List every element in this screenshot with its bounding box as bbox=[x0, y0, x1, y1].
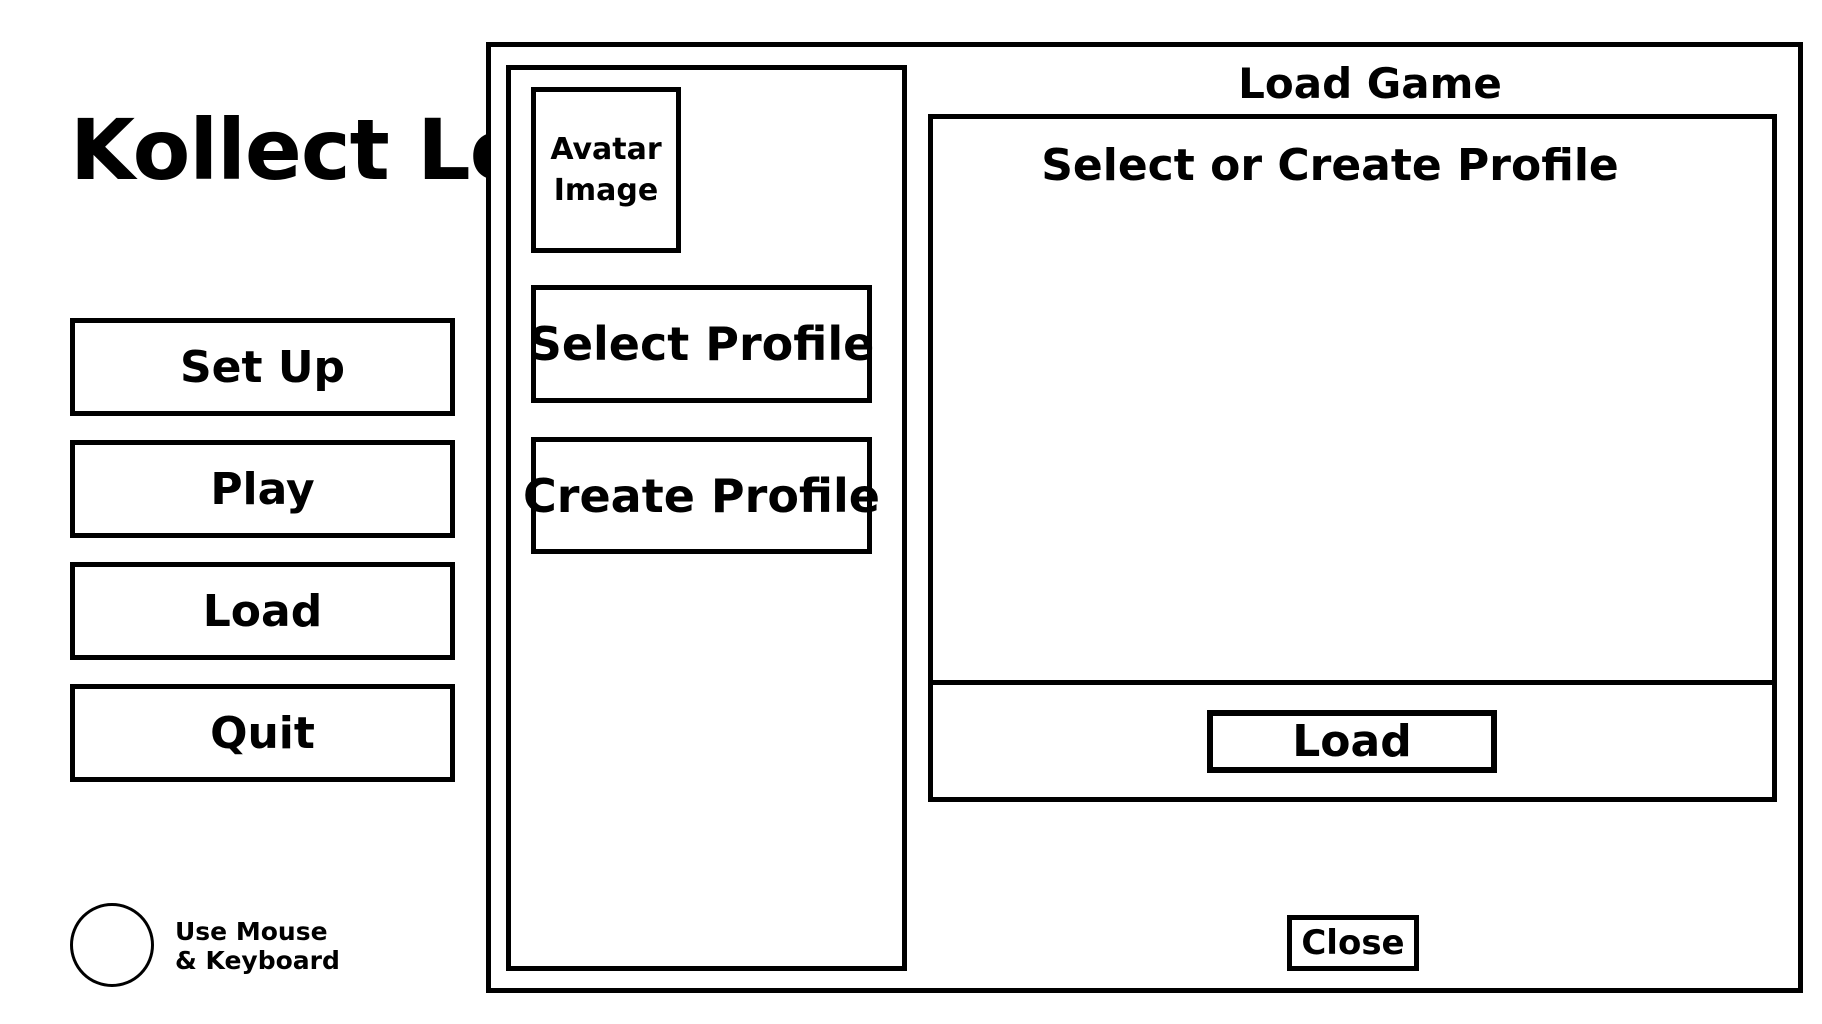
dialog-title: Load Game bbox=[1238, 59, 1502, 108]
select-profile-label: Select Profile bbox=[528, 317, 875, 371]
create-profile-button[interactable]: Create Profile bbox=[523, 437, 880, 554]
input-mode-label: Use Mouse & Keyboard bbox=[175, 917, 355, 975]
load-menu-button[interactable]: Load bbox=[70, 562, 455, 660]
avatar-label-line1: Avatar bbox=[550, 132, 662, 167]
input-mode-label-line2: & Keyboard bbox=[175, 946, 340, 975]
avatar-image[interactable]: Avatar Image bbox=[531, 87, 681, 253]
profile-list-area[interactable] bbox=[928, 114, 1777, 685]
avatar-label-line2: Image bbox=[553, 173, 659, 208]
select-profile-button[interactable]: Select Profile bbox=[528, 285, 875, 403]
create-profile-label: Create Profile bbox=[523, 468, 880, 523]
load-menu-button-label: Load bbox=[202, 585, 323, 637]
app-title: Kollect Lo bbox=[70, 101, 527, 199]
close-button-label: Close bbox=[1301, 923, 1405, 963]
play-button-label: Play bbox=[210, 463, 315, 515]
input-mode-radio[interactable] bbox=[70, 903, 154, 987]
close-button[interactable]: Close bbox=[1287, 915, 1419, 971]
load-button[interactable]: Load bbox=[1207, 710, 1497, 773]
setup-button-label: Set Up bbox=[179, 341, 346, 393]
quit-button[interactable]: Quit bbox=[70, 684, 455, 782]
quit-button-label: Quit bbox=[210, 707, 315, 759]
load-button-label: Load bbox=[1292, 716, 1412, 767]
profile-list-heading: Select or Create Profile bbox=[1041, 140, 1619, 191]
input-mode-label-line1: Use Mouse bbox=[175, 917, 328, 946]
setup-button[interactable]: Set Up bbox=[70, 318, 455, 416]
play-button[interactable]: Play bbox=[70, 440, 455, 538]
